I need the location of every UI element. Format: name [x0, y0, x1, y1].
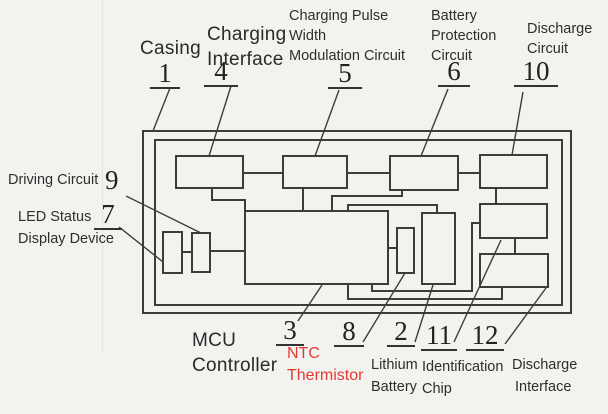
label-battery-protection: Battery Protection Circuit: [431, 6, 496, 66]
label-battery-protection-line3: Circuit: [431, 48, 473, 64]
label-identification-chip-line1: Identification: [422, 359, 504, 375]
ref-num-1: 1: [150, 60, 180, 89]
ref-num-2: 2: [387, 318, 415, 347]
label-battery-protection-line1: Battery: [431, 8, 477, 24]
label-charging-interface-line1: Charging: [207, 24, 287, 45]
label-mcu-line2: Controller: [192, 355, 278, 376]
ref-num-4: 4: [204, 58, 238, 87]
label-discharge-circuit-line2: Circuit: [527, 41, 569, 57]
box-mcu-controller: [244, 210, 389, 285]
leader-4: [208, 85, 232, 157]
label-ntc-thermistor: NTC Thermistor: [287, 343, 363, 387]
box-casing-outer: [142, 130, 572, 314]
label-charging-interface-line2: Interface: [207, 49, 284, 70]
label-led-display-line2: Display Device: [18, 231, 114, 247]
label-driving-circuit-line1: Driving Circuit: [8, 172, 99, 188]
leader-9: [125, 195, 202, 234]
leader-6: [420, 88, 449, 157]
label-discharge-interface-line2: Interface: [515, 379, 572, 395]
box-identification-chip: [479, 203, 548, 239]
ref-num-7: 7: [94, 201, 122, 230]
wire-mcu-12: [347, 284, 503, 300]
label-pwm-line3: Modulation Circuit: [289, 48, 406, 64]
label-ntc-line1: NTC: [287, 345, 320, 362]
box-lithium-battery: [421, 212, 456, 285]
label-led-display: LED Status Display Device: [18, 206, 114, 250]
leader-12: [504, 287, 547, 345]
label-pwm-line1: Charging Pulse: [289, 8, 389, 24]
label-led-display-line1: LED Status: [18, 209, 92, 225]
label-discharge-interface: Discharge Interface: [512, 354, 577, 398]
box-charging-interface: [175, 155, 244, 189]
label-pwm-circuit: Charging Pulse Width Modulation Circuit: [289, 6, 405, 66]
box-casing-inner: [154, 139, 563, 306]
ref-num-11: 11: [421, 322, 457, 351]
ref-num-12: 12: [466, 322, 504, 351]
leader-8: [362, 272, 406, 343]
label-mcu-controller: MCU Controller: [192, 328, 277, 378]
leader-2: [414, 284, 434, 343]
ref-num-3: 3: [276, 317, 304, 346]
label-discharge-interface-line1: Discharge: [512, 357, 578, 373]
wire-mcu-11: [371, 222, 480, 292]
box-discharge-interface: [479, 253, 549, 288]
leader-7: [118, 226, 164, 263]
ref-num-8: 8: [334, 318, 364, 347]
box-discharge-circuit: [479, 154, 548, 189]
label-lithium-battery-line2: Battery: [371, 379, 417, 395]
label-discharge-circuit: Discharge Circuit: [527, 19, 592, 59]
label-mcu-line1: MCU: [192, 330, 237, 351]
label-lithium-battery: Lithium Battery: [371, 354, 418, 398]
ref-num-10: 10: [514, 58, 558, 87]
ref-num-5: 5: [328, 60, 362, 89]
leader-11: [453, 239, 502, 343]
label-identification-chip-line2: Chip: [422, 381, 452, 397]
box-pwm-circuit: [282, 155, 348, 189]
ref-num-6: 6: [438, 58, 470, 87]
leader-5: [314, 89, 340, 157]
leader-3: [297, 284, 323, 322]
label-discharge-circuit-line1: Discharge: [527, 21, 593, 37]
box-ntc-thermistor: [396, 227, 415, 274]
wire-mcu-battery: [347, 204, 438, 213]
ref-num-9: 9: [105, 165, 119, 195]
leader-10: [511, 91, 524, 156]
label-battery-protection-line2: Protection: [431, 28, 497, 44]
label-ntc-line2: Thermistor: [287, 367, 364, 384]
box-battery-protection: [389, 155, 459, 191]
label-charging-interface: Charging Interface: [207, 22, 287, 72]
box-led-display: [162, 231, 183, 274]
wire-6-mcu: [331, 190, 403, 211]
label-driving-circuit: Driving Circuit: [8, 170, 98, 190]
label-lithium-battery-line1: Lithium: [371, 357, 418, 373]
scan-artifact-line: [102, 0, 103, 352]
label-pwm-line2: Width: [289, 28, 327, 44]
wire-4-mcu: [211, 188, 246, 211]
leader-1: [152, 87, 171, 132]
label-casing-line1: Casing: [140, 38, 201, 59]
label-casing: Casing: [140, 36, 201, 61]
box-driving-circuit: [191, 232, 211, 273]
label-identification-chip: Identification Chip: [422, 356, 503, 400]
